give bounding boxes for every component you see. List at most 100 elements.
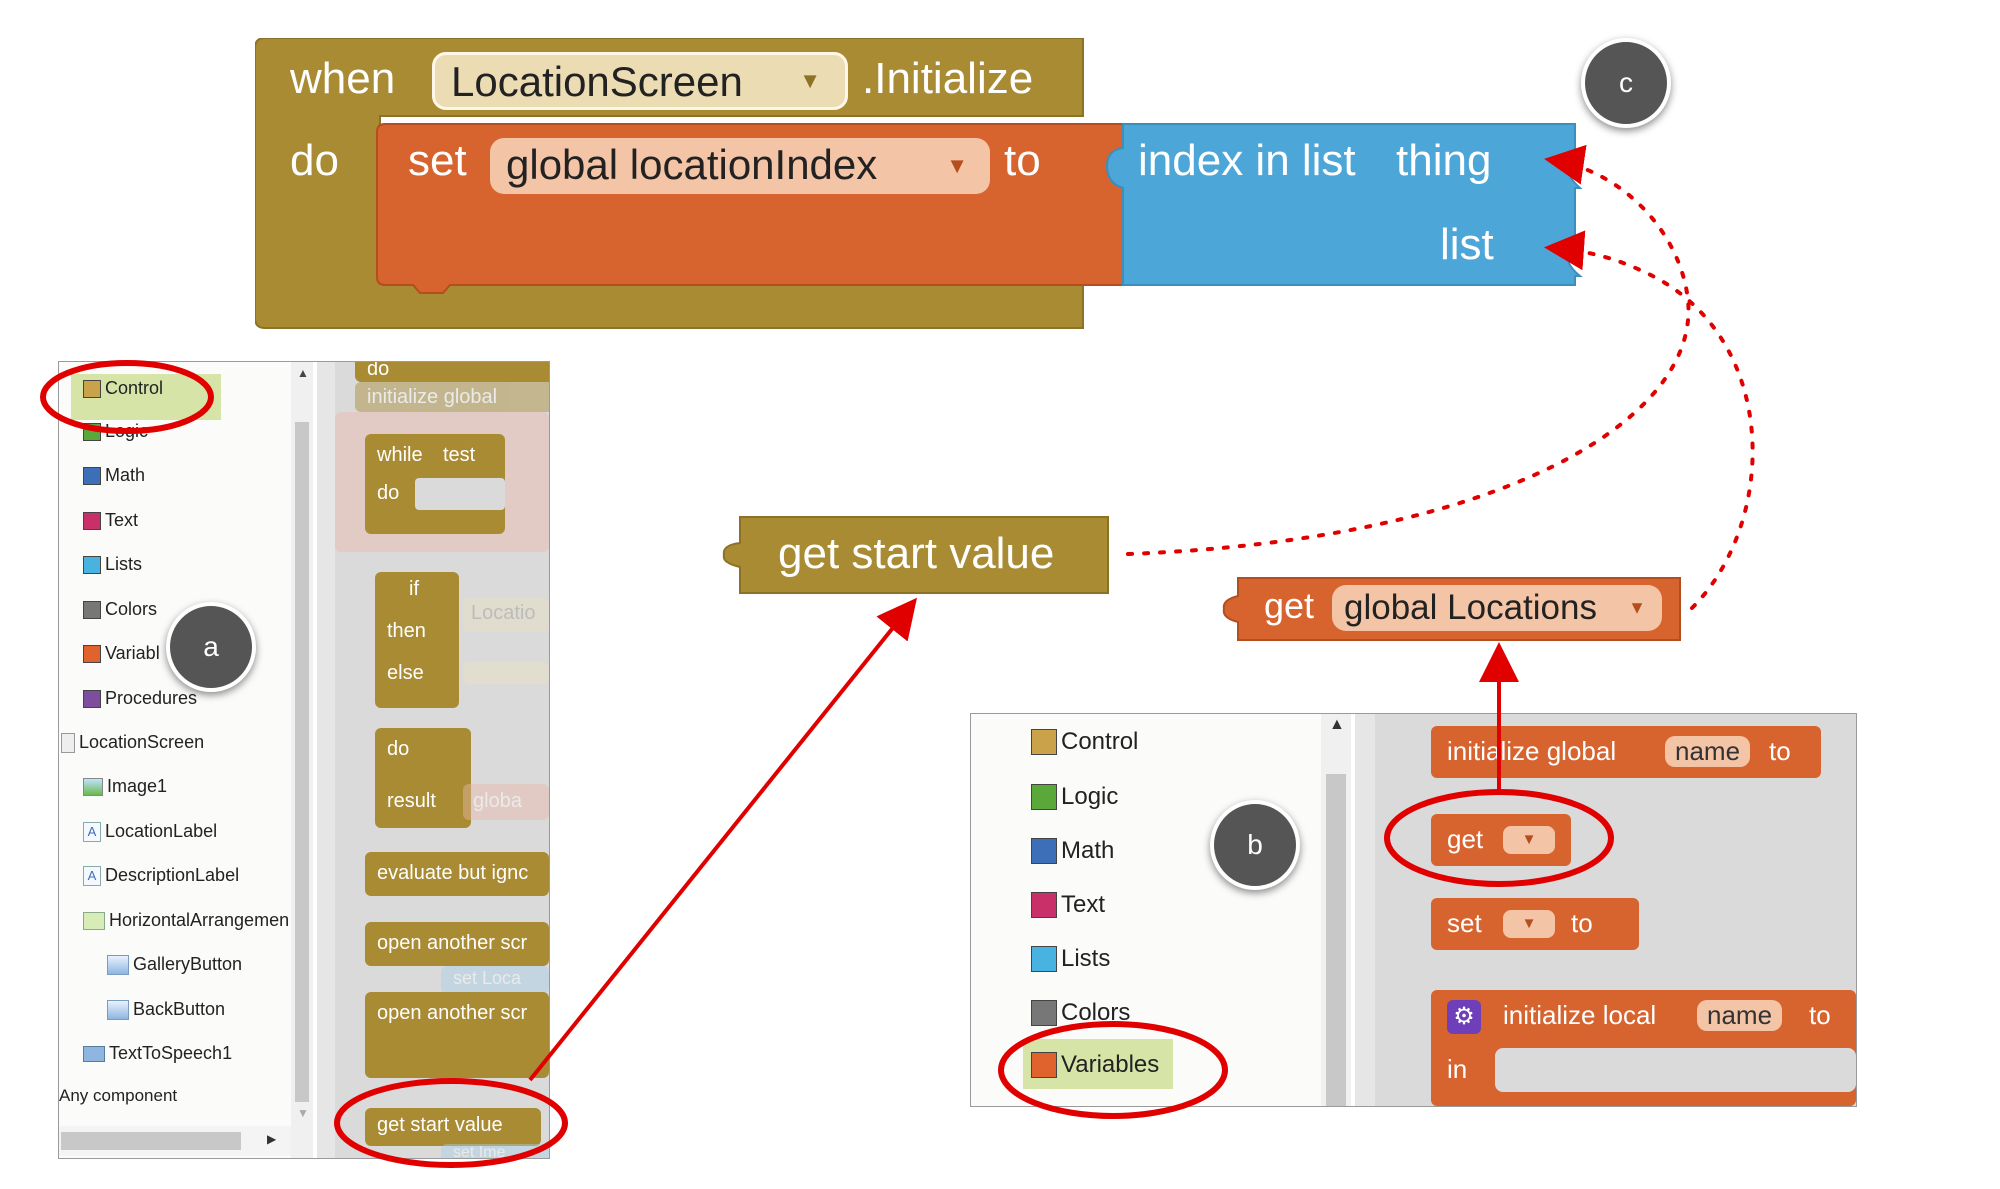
category-label: Lists	[105, 554, 143, 574]
panel-divider-a	[317, 362, 335, 1158]
flyout-do-result-block[interactable]: do result	[375, 728, 471, 828]
result-label: result	[387, 790, 436, 812]
arrangement-icon	[83, 911, 105, 930]
scroll-up-icon[interactable]: ▲	[297, 366, 309, 380]
chevron-down-icon[interactable]: ▼	[1503, 910, 1555, 938]
list-socket-label: list	[1440, 220, 1494, 269]
procedures-swatch	[83, 689, 101, 708]
any-component[interactable]: Any component	[59, 1086, 177, 1106]
annotation-badge-c: c	[1581, 38, 1671, 128]
button-icon	[107, 999, 129, 1020]
flyout-initialize-global-block[interactable]: initialize global	[355, 382, 549, 412]
speech-icon	[83, 1045, 105, 1062]
palette-tree-a	[59, 362, 299, 1158]
category-variables[interactable]: Variables	[1031, 1051, 1159, 1079]
initialize-global-label: initialize global	[367, 386, 498, 408]
flyout-set-ghost: set Loca	[441, 966, 549, 994]
flyout-initialize-local-block[interactable]: ⚙ initialize local name to in	[1431, 990, 1856, 1106]
flyout-global-ghost: globa	[463, 784, 549, 820]
category-label: Text	[105, 510, 139, 530]
palette-scrollbar-a[interactable]: ▲ ▼	[291, 362, 313, 1158]
component-image1[interactable]: Image1	[83, 776, 167, 797]
category-logic[interactable]: Logic	[1031, 783, 1118, 811]
chevron-down-icon: ▼	[946, 153, 968, 178]
flyout-while-block[interactable]: while test do	[365, 434, 505, 534]
flyout-if-block[interactable]: if then else	[375, 572, 459, 708]
name-field[interactable]: name	[1665, 736, 1751, 767]
category-colors[interactable]: Colors	[83, 599, 157, 620]
ghost-var-label: Loca	[482, 968, 522, 988]
category-variables[interactable]: Variabl	[83, 643, 160, 664]
logic-swatch	[1031, 784, 1057, 810]
category-lists[interactable]: Lists	[1031, 945, 1110, 973]
hscroll-thumb[interactable]	[61, 1132, 241, 1150]
variables-highlight-ellipse	[998, 1021, 1228, 1119]
get-label: get	[1447, 824, 1484, 854]
scroll-down-icon[interactable]: ▼	[297, 1106, 309, 1120]
while-do-socket	[415, 478, 505, 510]
ghost-label: Locatio	[471, 602, 536, 624]
flyout-get-start-value-block[interactable]: get start value	[365, 1108, 541, 1146]
component-location-screen[interactable]: LocationScreen	[61, 732, 204, 753]
flyout-do-block[interactable]: do	[355, 362, 549, 382]
badge-b-letter: b	[1247, 829, 1263, 860]
get-global-locations-block[interactable]: get global Locations ▼	[1220, 576, 1682, 642]
component-back-button[interactable]: BackButton	[107, 999, 225, 1020]
variable-dropdown[interactable]: global locationIndex ▼	[490, 138, 990, 194]
category-label: Control	[105, 378, 164, 398]
component-text-to-speech[interactable]: TextToSpeech1	[83, 1043, 232, 1064]
get-start-value-block[interactable]: get start value	[722, 515, 1110, 595]
palette-scrollbar-b[interactable]: ▲	[1321, 714, 1351, 1106]
flyout-open-another-screen-block[interactable]: open another scr	[365, 922, 549, 966]
scroll-right-icon[interactable]: ▶	[267, 1132, 277, 1146]
flyout-open-another-screen-block-2[interactable]: open another scr	[365, 992, 549, 1078]
flyout-set-block[interactable]: set ▼ to	[1431, 898, 1639, 950]
category-text[interactable]: Text	[1031, 891, 1105, 919]
category-procedures[interactable]: Procedures	[83, 688, 197, 709]
scroll-up-icon[interactable]: ▲	[1329, 716, 1345, 733]
gear-icon[interactable]: ⚙	[1447, 1000, 1481, 1034]
colors-swatch	[83, 600, 101, 619]
flyout-get-block[interactable]: get ▼	[1431, 814, 1571, 866]
scroll-thumb[interactable]	[295, 422, 309, 1102]
initialize-global-label: initialize global	[1447, 736, 1617, 766]
to-label: to	[1004, 136, 1041, 185]
flyout-initialize-global-block[interactable]: initialize global name to	[1431, 726, 1821, 778]
locations-dropdown[interactable]: global Locations ▼	[1332, 585, 1662, 631]
test-label: test	[443, 444, 476, 466]
if-label: if	[409, 578, 419, 600]
label-icon: A	[83, 821, 101, 842]
category-math[interactable]: Math	[1031, 837, 1114, 865]
category-text[interactable]: Text	[83, 510, 138, 531]
dotted-arrow-to-list-socket	[1544, 230, 1755, 610]
variable-dropdown-value: global locationIndex	[506, 141, 878, 188]
initialize-local-label: initialize local	[1503, 1000, 1657, 1030]
component-label: HorizontalArrangemen	[109, 910, 290, 930]
ghost-label: globa	[473, 790, 522, 812]
blocks-panel-a: ▲ ▼ ▶ Control Logic Math Text Lists Colo…	[58, 361, 550, 1159]
flyout-evaluate-block[interactable]: evaluate but ignc	[365, 852, 549, 896]
scroll-thumb[interactable]	[1326, 774, 1346, 1106]
palette-hscrollbar-a[interactable]: ▶	[59, 1126, 291, 1156]
chevron-down-icon[interactable]: ▼	[1503, 826, 1555, 854]
category-lists[interactable]: Lists	[83, 554, 142, 575]
chevron-down-icon: ▼	[799, 68, 821, 93]
image-icon	[83, 777, 103, 796]
component-horizontal-arrangement[interactable]: HorizontalArrangemen	[83, 910, 289, 931]
lists-swatch	[83, 555, 101, 574]
category-math[interactable]: Math	[83, 465, 145, 486]
category-label: Math	[105, 465, 146, 485]
category-control[interactable]: Control	[1031, 728, 1138, 756]
screen-dropdown[interactable]: LocationScreen ▼	[432, 52, 848, 110]
component-gallery-button[interactable]: GalleryButton	[107, 954, 242, 975]
else-label: else	[387, 662, 424, 684]
category-control[interactable]: Control	[83, 378, 163, 399]
do-label: do	[290, 136, 339, 185]
control-swatch	[83, 379, 101, 398]
colors-swatch	[1031, 1000, 1057, 1026]
screen-icon	[61, 732, 75, 753]
name-field[interactable]: name	[1697, 1000, 1783, 1031]
